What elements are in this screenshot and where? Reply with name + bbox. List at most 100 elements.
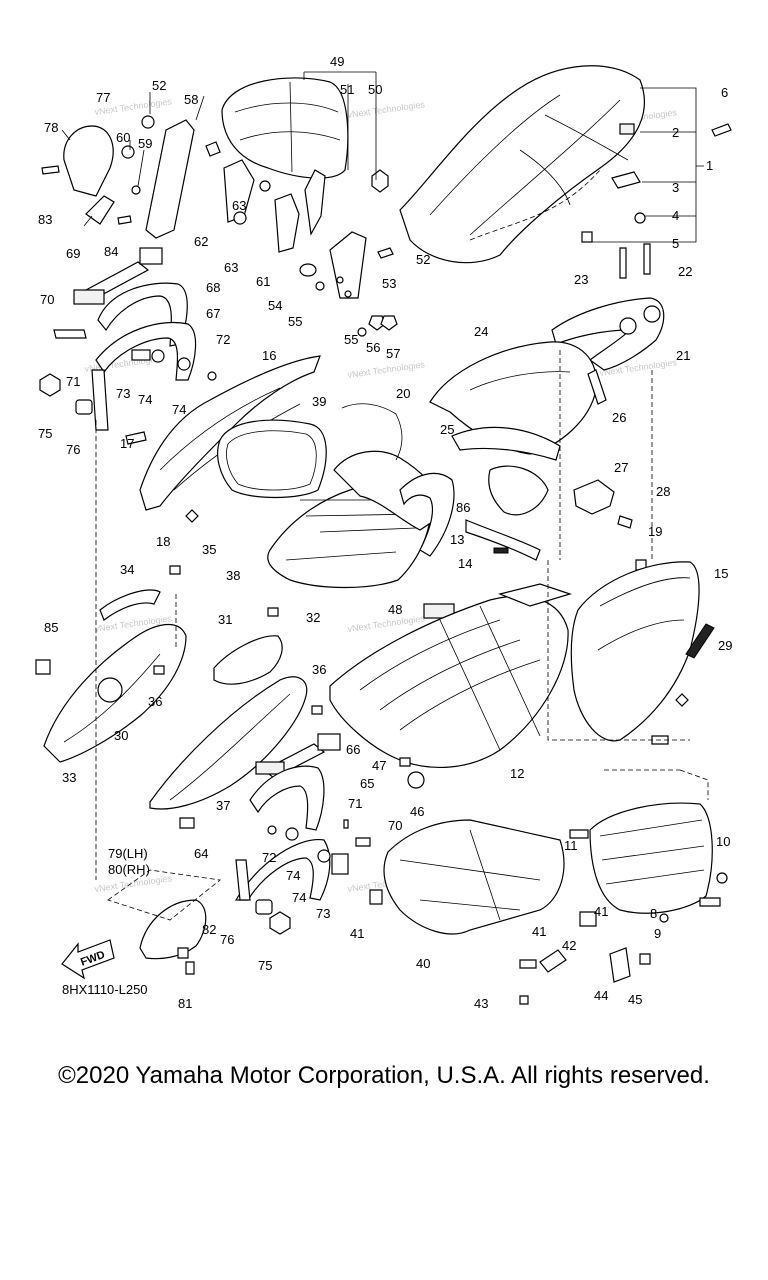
callout-44: 44 xyxy=(594,988,608,1003)
seat-bracket xyxy=(611,171,641,189)
callout-23: 23 xyxy=(574,272,588,287)
frame-40-detail xyxy=(399,829,541,921)
callout-21: 21 xyxy=(676,348,690,363)
bracket-27 xyxy=(573,479,615,515)
callout-76b: 76 xyxy=(220,932,234,947)
collar-74d xyxy=(317,849,331,863)
cover-79-80-outline xyxy=(107,869,221,921)
fwd-arrow: FWD xyxy=(61,939,115,980)
callout-64: 64 xyxy=(194,846,208,861)
callout-12: 12 xyxy=(510,766,524,781)
strip-13 xyxy=(465,519,541,561)
callout-56: 56 xyxy=(366,340,380,355)
tray-12 xyxy=(329,595,569,768)
bolt-63 xyxy=(259,180,271,192)
cable-20 xyxy=(341,403,403,461)
collar-74 xyxy=(151,349,165,363)
backrest-pad xyxy=(221,77,349,179)
callout-74d: 74 xyxy=(292,890,306,905)
seat-nut xyxy=(634,212,646,224)
bolt-58 xyxy=(205,141,221,157)
bracket-44 xyxy=(609,947,631,983)
collar-76 xyxy=(75,399,93,415)
rack-8-detail xyxy=(599,819,705,885)
washer-55b xyxy=(357,327,367,337)
callout-53: 53 xyxy=(382,276,396,291)
callout-74c: 74 xyxy=(286,868,300,883)
washer-9 xyxy=(659,913,669,923)
strip-34 xyxy=(99,589,161,621)
bolt-28 xyxy=(617,515,633,529)
cover-79-80 xyxy=(139,899,207,960)
rear-cover-area xyxy=(429,243,665,516)
callout-31: 31 xyxy=(218,612,232,627)
callout-60: 60 xyxy=(116,130,130,145)
rivet-18 xyxy=(185,509,199,523)
callout-67: 67 xyxy=(206,306,220,321)
bolt-11 xyxy=(569,829,589,839)
callout-61: 61 xyxy=(256,274,270,289)
bolt-70 xyxy=(53,329,87,339)
callout-78: 78 xyxy=(44,120,58,135)
callout-16: 16 xyxy=(262,348,276,363)
washer-55 xyxy=(315,281,325,291)
bar-64 xyxy=(235,859,251,901)
callout-70b: 70 xyxy=(388,818,402,833)
label-80-rh: 80(RH) xyxy=(108,862,150,877)
plate-53 xyxy=(329,231,367,299)
bolt-41 xyxy=(369,889,383,905)
callout-59: 59 xyxy=(138,136,152,151)
guide-lines xyxy=(95,350,709,880)
bolt-70b xyxy=(355,837,371,847)
callout-48: 48 xyxy=(388,602,402,617)
seal-39-inner xyxy=(226,430,317,491)
callout-22: 22 xyxy=(678,264,692,279)
seal-25 xyxy=(451,426,561,461)
tag-66 xyxy=(255,761,285,775)
grip-65 xyxy=(249,765,325,831)
callout-63: 63 xyxy=(232,198,246,213)
callout-41: 41 xyxy=(350,926,364,941)
lower-left-area xyxy=(107,819,371,975)
bolt-84 xyxy=(117,215,132,225)
callout-6: 6 xyxy=(721,85,728,100)
nut-63 xyxy=(233,211,247,225)
bolt-52b xyxy=(377,247,394,259)
rivet-18b xyxy=(675,693,689,707)
cover-15 xyxy=(570,561,700,742)
seal-39 xyxy=(217,419,327,499)
parts-diagram: vNext Technologies vNext Technologies vN… xyxy=(35,54,732,1011)
callout-20: 20 xyxy=(396,386,410,401)
bolt-6 xyxy=(711,123,732,137)
callout-47: 47 xyxy=(372,758,386,773)
stay-58 xyxy=(145,119,195,239)
leader-misc xyxy=(61,92,205,227)
collar-76b xyxy=(255,899,273,915)
seat-damper xyxy=(581,231,593,243)
grommet-85 xyxy=(35,659,51,675)
callout-41b: 41 xyxy=(532,924,546,939)
bolt-35 xyxy=(169,565,181,575)
callout-62: 62 xyxy=(194,234,208,249)
grab-parts-left xyxy=(39,115,221,431)
leader-lines xyxy=(61,71,709,880)
callout-66: 66 xyxy=(346,742,360,757)
collar-60 xyxy=(121,145,135,159)
emblem-29 xyxy=(685,623,715,659)
washer-59 xyxy=(131,185,141,195)
callout-74b: 74 xyxy=(172,402,186,417)
callout-57: 57 xyxy=(386,346,400,361)
grommet-46 xyxy=(407,771,425,789)
callout-72b: 72 xyxy=(262,850,276,865)
callout-26: 26 xyxy=(612,410,626,425)
callout-8: 8 xyxy=(650,906,657,921)
callout-46: 46 xyxy=(410,804,424,819)
callout-36b: 36 xyxy=(312,662,326,677)
bolt-82 xyxy=(177,947,189,959)
bolt-41b xyxy=(519,959,537,969)
callout-5: 5 xyxy=(672,236,679,251)
guard-86 xyxy=(488,465,549,516)
seat-edge xyxy=(469,169,601,241)
callout-17: 17 xyxy=(120,436,134,451)
callout-51: 51 xyxy=(340,82,354,97)
